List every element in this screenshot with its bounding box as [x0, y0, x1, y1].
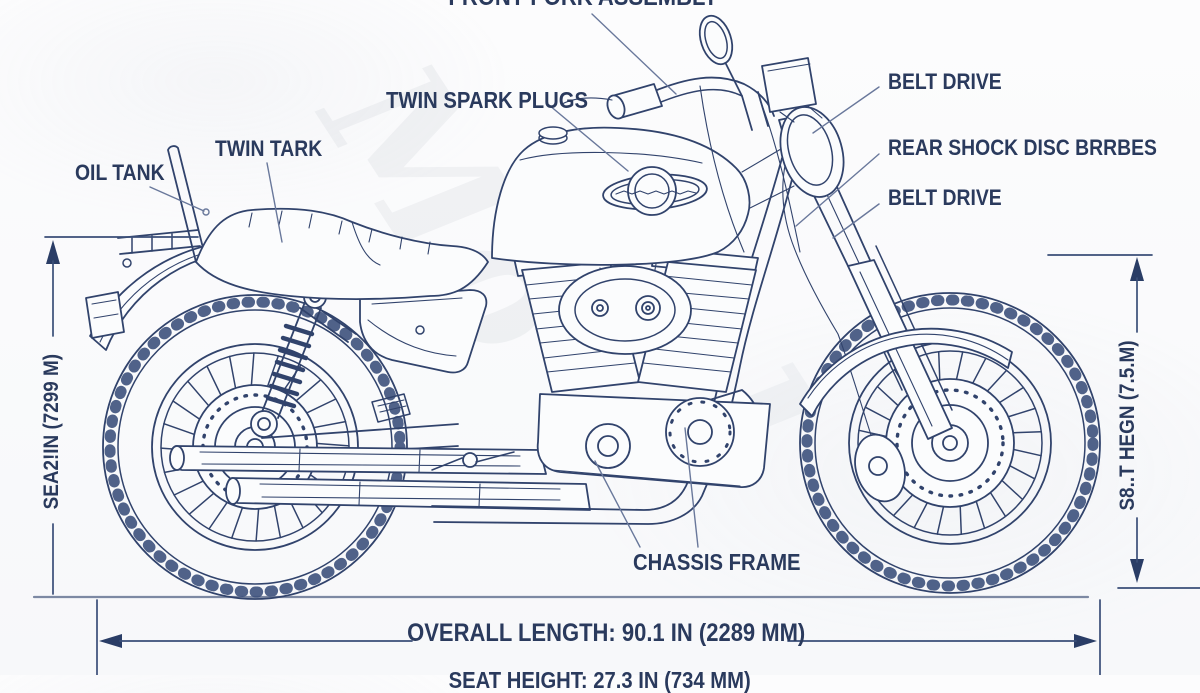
- label-rear-shock-disc: REAR SHOCK DISC BRRBES: [888, 135, 1157, 160]
- fuel-tank: [491, 126, 751, 266]
- label-twin-spark-plugs: TWIN SPARK PLUGS: [386, 87, 589, 113]
- engine-v-twin: [513, 247, 771, 488]
- side-panel: [359, 289, 488, 374]
- motorcycle-line-art: [32, 13, 1200, 675]
- dimension-right-vertical: S8..T HEGN (7.5.M): [1116, 339, 1139, 511]
- dimension-lines: [44, 236, 1200, 675]
- label-oil-tank: OIL TANK: [75, 160, 165, 185]
- front-end: [561, 14, 953, 503]
- label-twin-tark: TWIN TARK: [215, 136, 323, 161]
- label-chassis-frame: CHASSIS FRAME: [633, 549, 801, 575]
- dimension-overall-length: OVERALL LENGTH: 90.1 IN (2289 MM): [407, 619, 806, 647]
- leader-lines: [149, 13, 880, 548]
- dimension-bottom-partial: SEAT HEIGHT: 27.3 IN (734 MM): [448, 667, 752, 693]
- tank-badge: [602, 166, 708, 216]
- dimension-left-vertical: SEA2!IN (7299 M): [40, 354, 63, 510]
- front-fender: [799, 327, 1013, 417]
- label-front-fork-assembly: FRONT FORK ASSEMBLY: [430, 0, 730, 10]
- label-belt-drive-top: BELT DRIVE: [888, 69, 1002, 94]
- label-belt-drive-bottom: BELT DRIVE: [888, 185, 1002, 210]
- seat: [195, 207, 489, 300]
